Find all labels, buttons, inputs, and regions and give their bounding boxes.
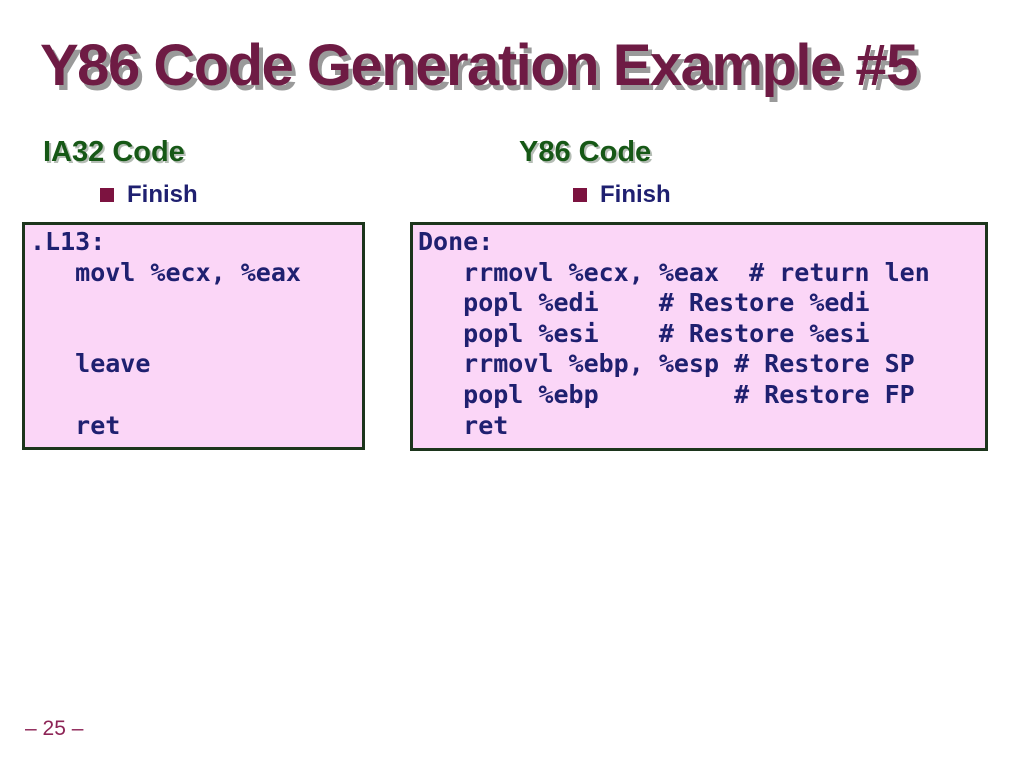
y86-code-text: Done: rrmovl %ecx, %eax # return len pop… (418, 227, 930, 440)
ia32-code-box: .L13: movl %ecx, %eax leave ret (22, 222, 365, 450)
slide-title: Y86 Code Generation Example #5 (40, 33, 918, 98)
y86-code-box: Done: rrmovl %ecx, %eax # return len pop… (410, 222, 988, 451)
y86-finish-bullet-row: Finish (573, 183, 671, 207)
ia32-code-header: IA32 Code (43, 136, 185, 168)
page-number: – 25 – (25, 717, 84, 740)
bullet-square-icon (100, 188, 114, 202)
y86-code-header: Y86 Code (519, 136, 652, 168)
ia32-code-text: .L13: movl %ecx, %eax leave ret (30, 227, 301, 440)
ia32-finish-label: Finish (127, 181, 198, 208)
ia32-finish-bullet-row: Finish (100, 183, 198, 207)
bullet-square-icon (573, 188, 587, 202)
y86-finish-label: Finish (600, 181, 671, 208)
